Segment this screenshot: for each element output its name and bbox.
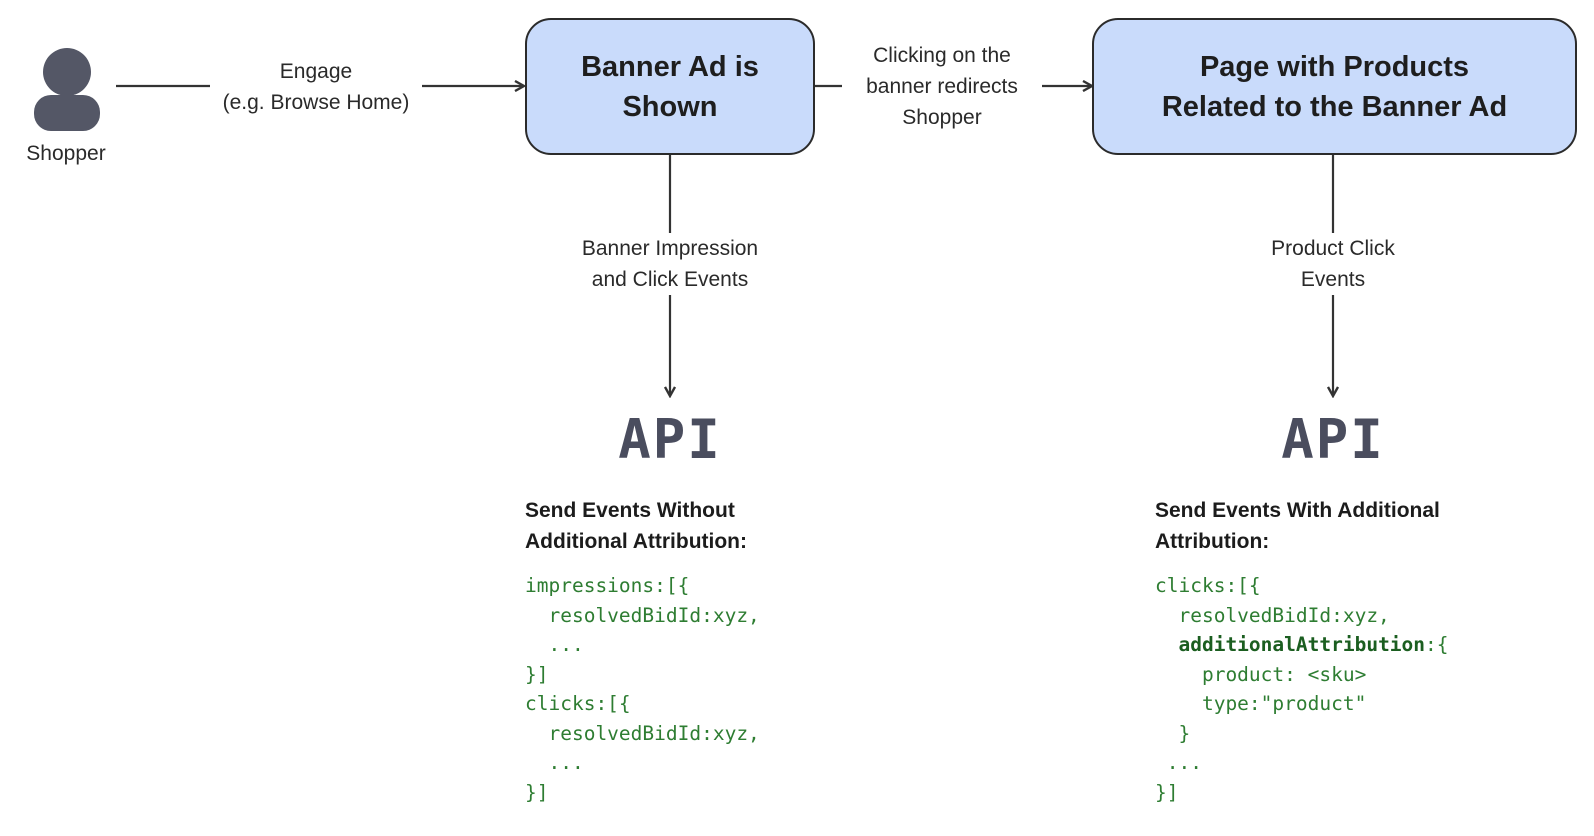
additional-attribution-key: additionalAttribution	[1178, 633, 1426, 656]
code-line: impressions:[{	[525, 574, 690, 597]
code-line: }	[1155, 721, 1191, 745]
code-line: clicks:[{	[1155, 574, 1261, 597]
code-line: resolvedBidId:xyz,	[525, 721, 760, 745]
engage-label: Engage (e.g. Browse Home)	[210, 56, 422, 118]
right-api-title: API	[1281, 408, 1385, 471]
code-line: ...	[1155, 751, 1202, 774]
code-line: }]	[1155, 780, 1179, 804]
shopper-label: Shopper	[26, 142, 106, 165]
code-line: additionalAttribution:{	[1178, 633, 1449, 656]
code-line: }]	[525, 662, 549, 686]
code-line: ...	[525, 751, 584, 774]
right-api-code: clicks:[{ resolvedBidId:xyz, additionalA…	[1155, 571, 1449, 807]
left-api-heading: Send Events Without Additional Attributi…	[525, 499, 747, 553]
code-line: }]	[525, 780, 549, 804]
products-page-node: Page with Products Related to the Banner…	[1092, 18, 1577, 155]
code-line: type:"product"	[1155, 692, 1367, 715]
code-line: resolvedBidId:xyz,	[1155, 603, 1390, 627]
redirect-label: Clicking on the banner redirects Shopper	[842, 40, 1042, 133]
right-api-heading: Send Events With Additional Attribution:	[1155, 499, 1440, 553]
code-line: resolvedBidId:xyz,	[525, 603, 760, 627]
person-icon	[34, 48, 100, 131]
code-line: clicks:[{	[525, 692, 631, 715]
left-api-title: API	[618, 408, 722, 471]
product-events-label: Product Click Events	[1253, 233, 1413, 295]
banner-ad-node-label: Banner Ad is Shown	[581, 50, 759, 123]
banner-ad-node: Banner Ad is Shown	[525, 18, 815, 155]
code-line: ...	[525, 633, 584, 656]
products-page-node-label: Page with Products Related to the Banner…	[1161, 50, 1508, 123]
banner-events-label: Banner Impression and Click Events	[560, 233, 780, 295]
code-line: product: <sku>	[1155, 662, 1367, 686]
left-api-code: impressions:[{ resolvedBidId:xyz, ... }]…	[525, 571, 760, 807]
